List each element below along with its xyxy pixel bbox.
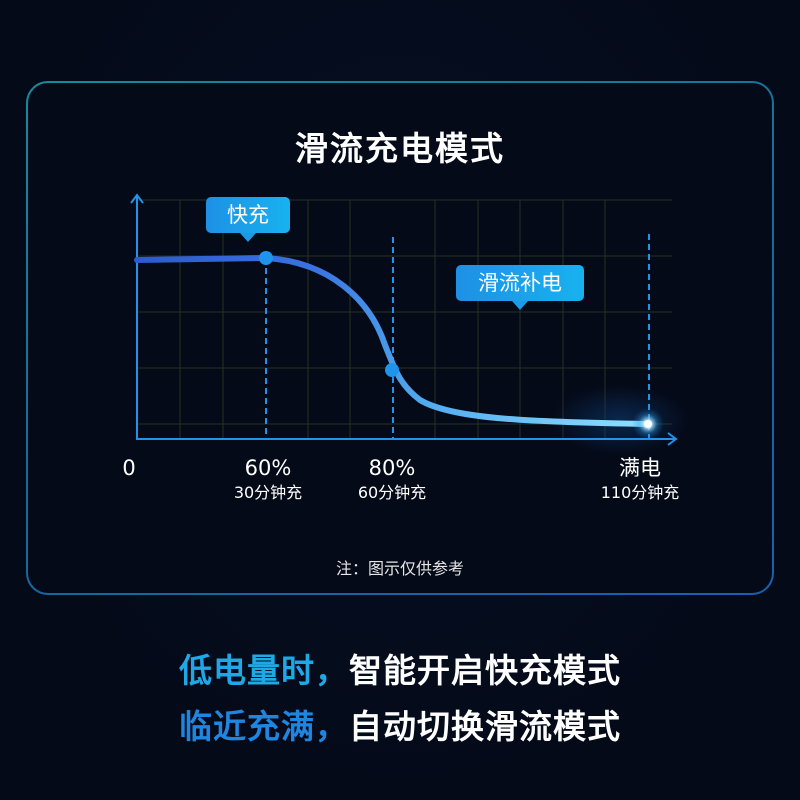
callout-fast-charge: 快充 <box>206 197 290 233</box>
charging-curve <box>134 254 651 427</box>
point-full-dot <box>644 420 652 428</box>
tick-full-sublabel: 110分钟充 <box>600 483 680 502</box>
tick-full-label: 满电 <box>618 456 661 480</box>
chart-title: 滑流充电模式 <box>295 129 505 168</box>
tagline-2-highlight: 临近充满， <box>179 707 349 746</box>
y-axis-arrow-icon <box>130 193 144 204</box>
tick-full: 满电 110分钟充 <box>601 456 680 504</box>
tagline-2: 临近充满，自动切换滑流模式 <box>0 700 800 748</box>
tick-0: 0 <box>122 456 135 480</box>
disclaimer-note: 注：图示仅供参考 <box>335 559 464 578</box>
tagline-1: 低电量时，智能开启快充模式 <box>0 644 800 692</box>
axes <box>130 193 678 446</box>
tagline-2-text: 自动切换滑流模式 <box>349 707 621 746</box>
tagline-1-text: 智能开启快充模式 <box>349 651 621 690</box>
x-axis-arrow-icon <box>667 432 678 446</box>
callout-trickle-charge: 滑流补电 <box>456 265 584 301</box>
tick-60-label: 60% <box>244 456 292 480</box>
tick-60-sublabel: 30分钟充 <box>233 483 303 502</box>
tick-80-sublabel: 60分钟充 <box>357 483 427 502</box>
tick-80: 80% 60分钟充 <box>358 456 426 504</box>
tick-0-label: 0 <box>122 456 136 480</box>
tagline-1-highlight: 低电量时， <box>179 651 349 690</box>
tick-80-label: 80% <box>368 456 416 480</box>
point-80-dot <box>385 363 399 377</box>
marker-lines <box>265 234 650 438</box>
tick-60: 60% 30分钟充 <box>234 456 302 504</box>
point-60-dot <box>259 251 273 265</box>
